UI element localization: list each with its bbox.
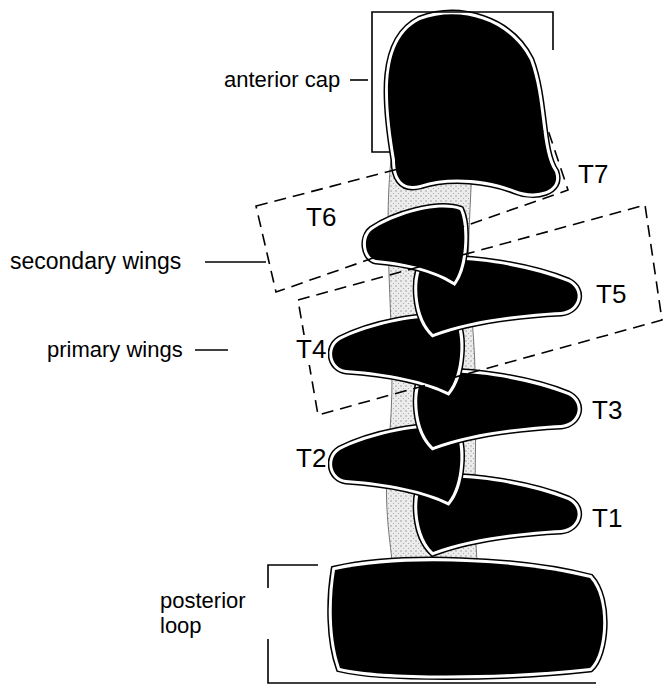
wing-region-boxes bbox=[256, 130, 662, 415]
callout-number: T6 bbox=[304, 203, 338, 233]
callout-number: T1 bbox=[590, 504, 624, 534]
part-label: anterior cap bbox=[222, 67, 342, 92]
callout-number: T2 bbox=[294, 444, 328, 474]
brackets bbox=[195, 12, 596, 683]
callout-number: T5 bbox=[594, 280, 628, 310]
posterior-loop-shape bbox=[332, 561, 603, 675]
callout-number: T3 bbox=[590, 396, 624, 426]
part-label: posterior loop bbox=[158, 588, 272, 639]
anterior-cap-shape bbox=[388, 14, 556, 193]
callout-number: T7 bbox=[576, 160, 610, 190]
part-label: secondary wings bbox=[8, 248, 183, 274]
part-label: primary wings bbox=[45, 337, 185, 362]
wing-lobe bbox=[366, 208, 464, 282]
callout-number: T4 bbox=[294, 335, 328, 365]
